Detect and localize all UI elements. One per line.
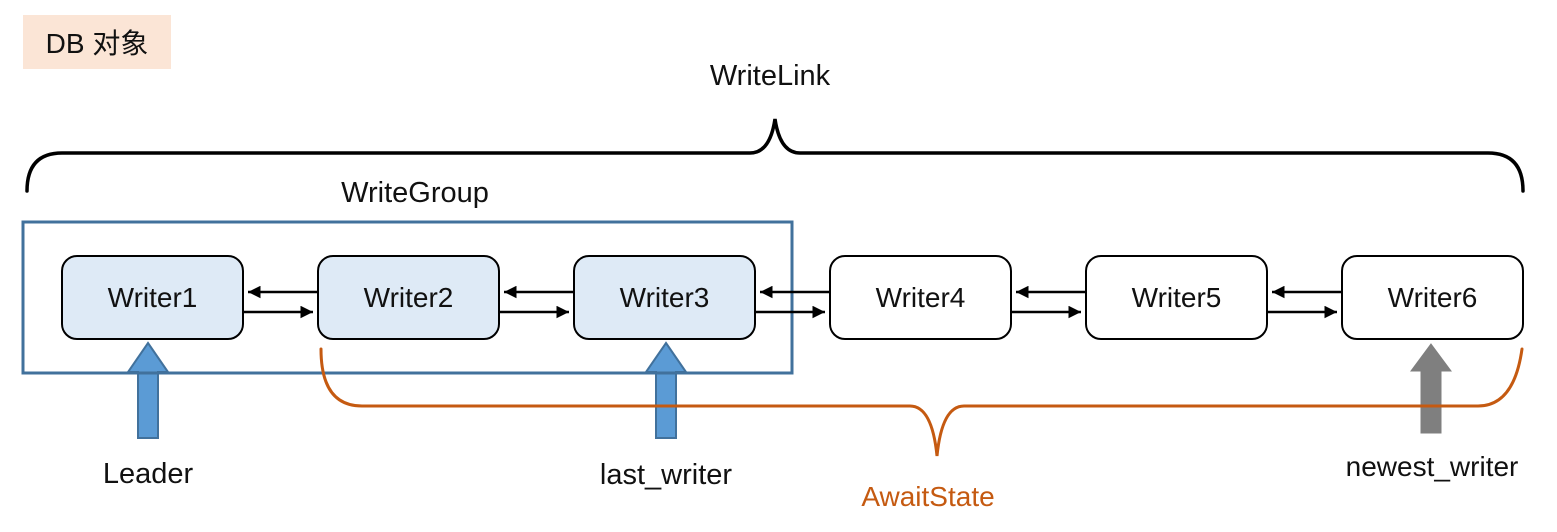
write-group-label: WriteGroup (341, 177, 489, 209)
writer4-box: Writer4 (829, 255, 1012, 340)
writer6-label: Writer6 (1387, 281, 1478, 313)
write-link-label: WriteLink (709, 60, 831, 92)
writer6-box: Writer6 (1341, 255, 1524, 340)
leader-arrow (126, 341, 170, 439)
db-object-badge-label: DB 对象 (45, 28, 149, 59)
newest-writer-arrow (1410, 343, 1452, 434)
write-link-brace (25, 118, 1525, 193)
writer3-box: Writer3 (573, 255, 756, 340)
last-writer-arrow (644, 341, 688, 439)
await-state-label: AwaitState (861, 481, 995, 512)
writer2-box: Writer2 (317, 255, 500, 340)
writer1-box: Writer1 (61, 255, 244, 340)
writer1-label: Writer1 (107, 281, 198, 313)
writer2-label: Writer2 (363, 281, 454, 313)
newest-writer-label: newest_writer (1345, 451, 1519, 482)
last-writer-label: last_writer (599, 459, 733, 491)
writer4-label: Writer4 (875, 281, 966, 313)
writer3-label: Writer3 (619, 281, 710, 313)
writer5-box: Writer5 (1085, 255, 1268, 340)
writer5-label: Writer5 (1131, 281, 1222, 313)
leader-label: Leader (102, 458, 194, 490)
db-object-badge: DB 对象 (23, 15, 171, 69)
await-state-brace (319, 347, 1524, 457)
